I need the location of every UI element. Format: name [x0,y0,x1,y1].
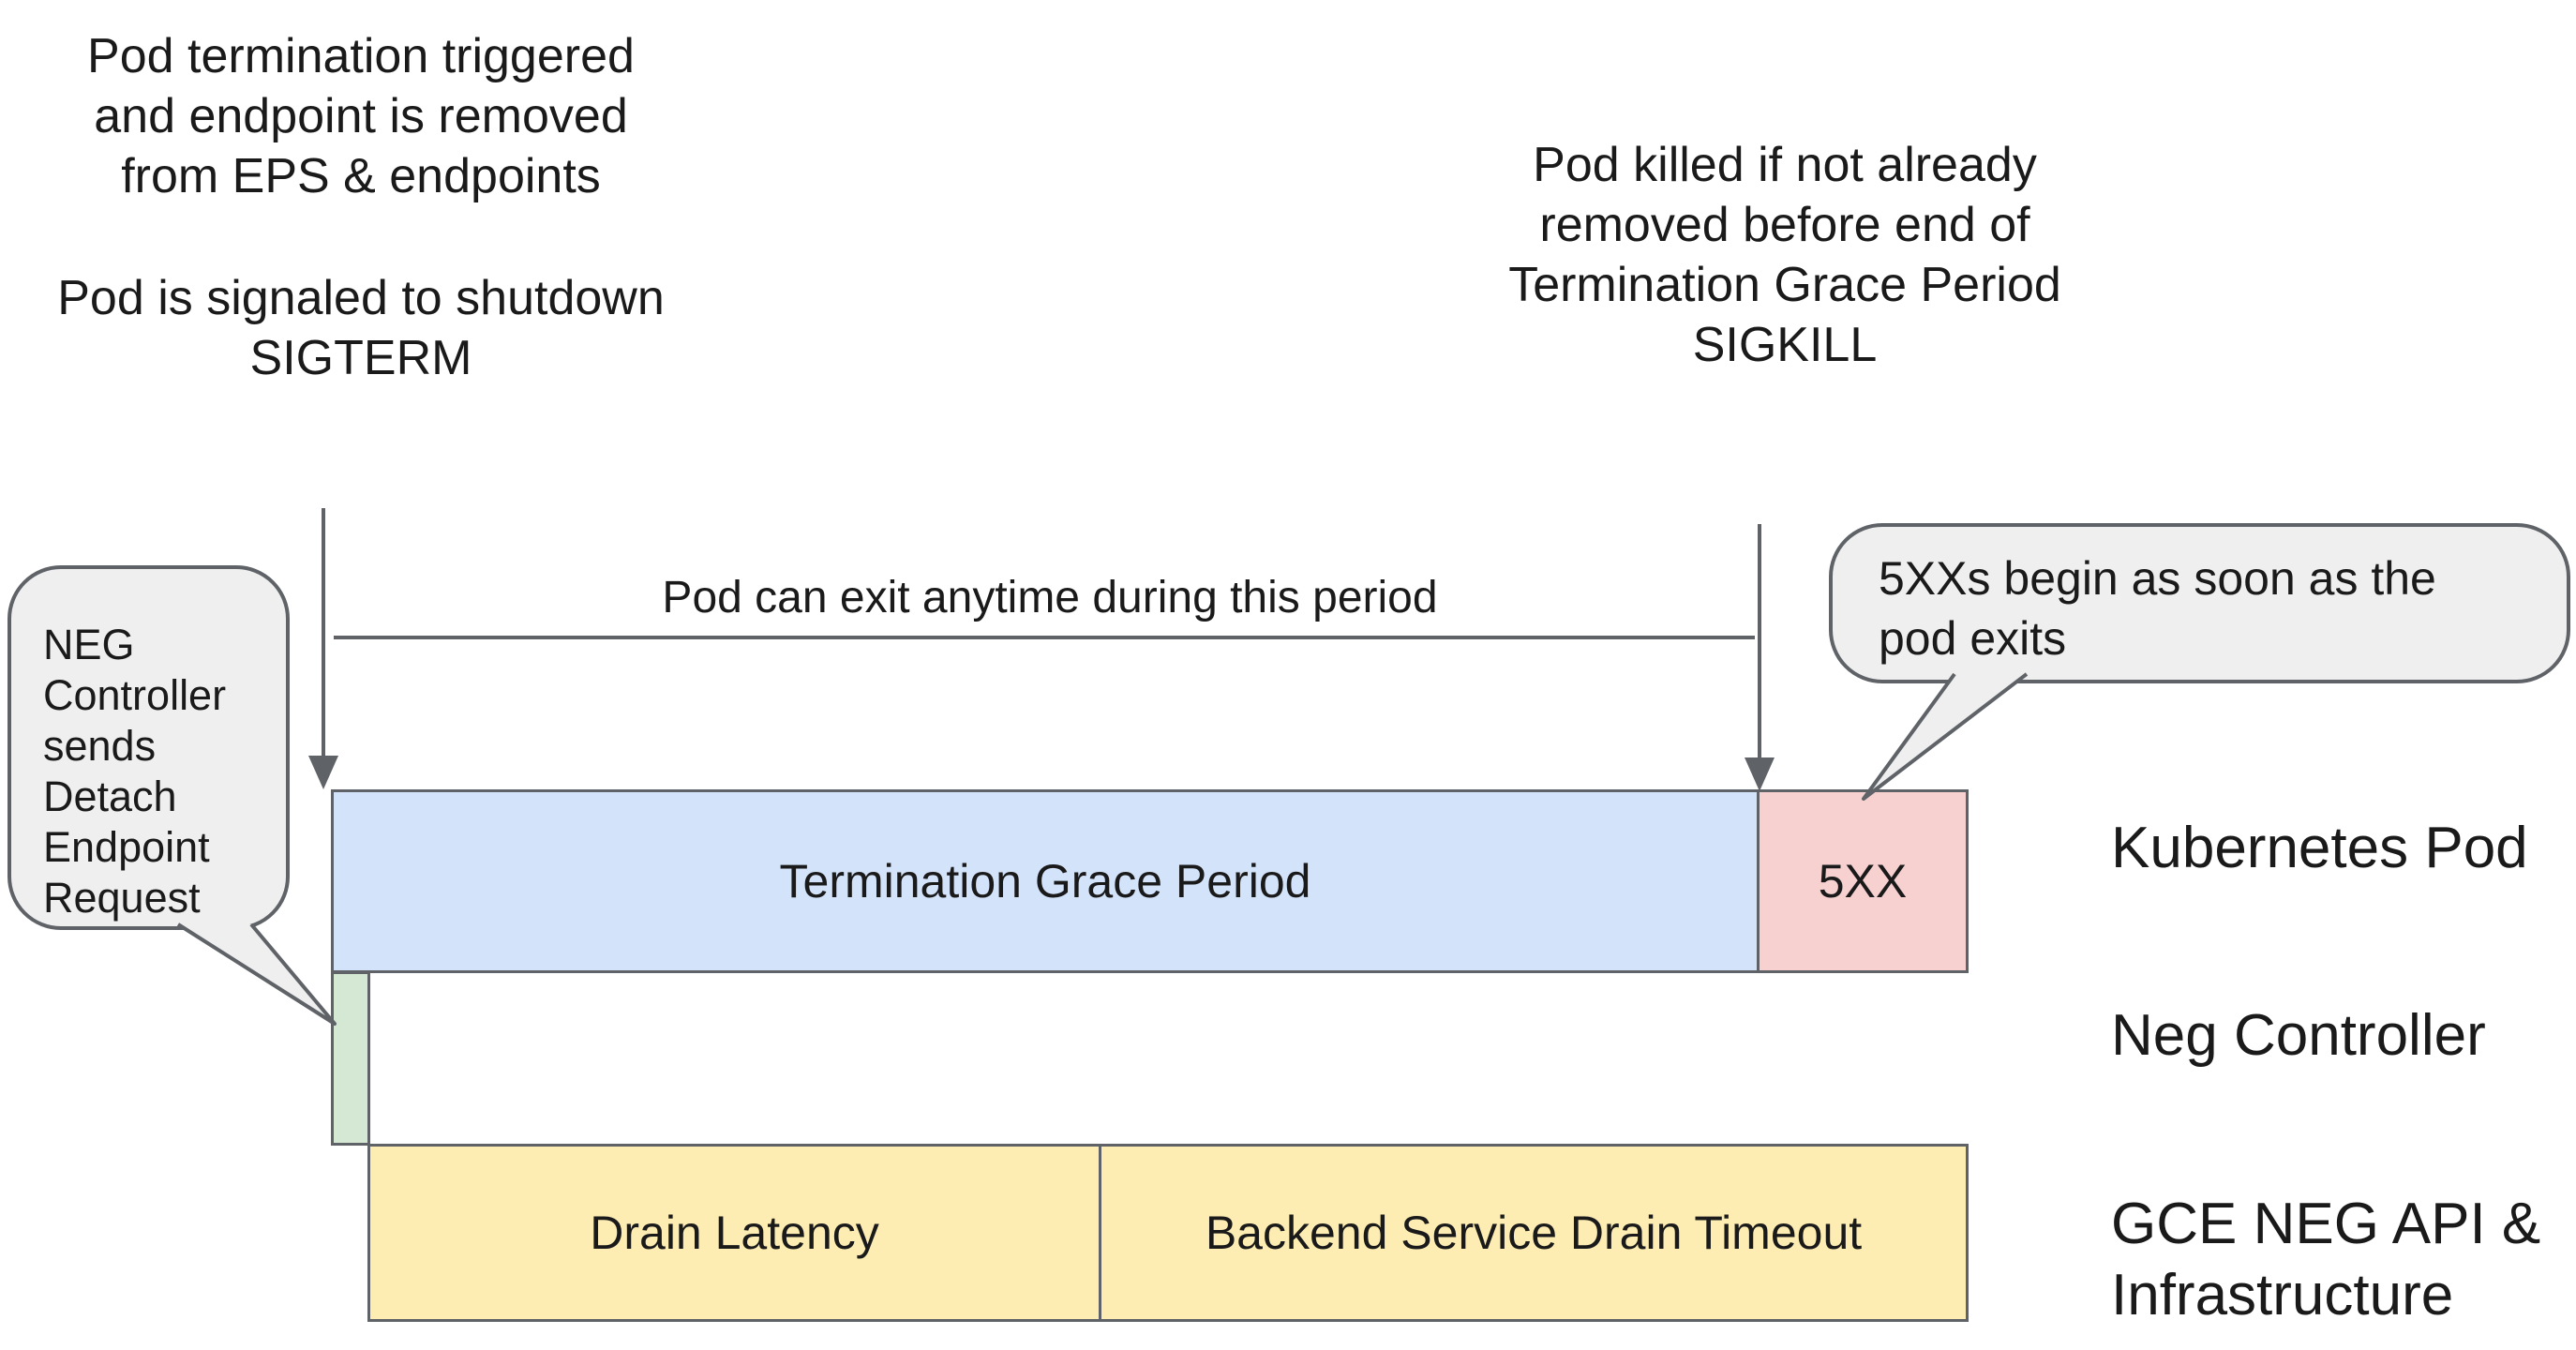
bubble-line: Endpoint [43,823,210,871]
row-label-gce-neg-api: GCE NEG API & Infrastructure [2111,1189,2540,1331]
neg-bubble-tail [176,922,337,1026]
termination-grace-period-label: Termination Grace Period [779,855,1311,908]
backend-service-drain-timeout-label: Backend Service Drain Timeout [1205,1207,1863,1259]
row-label-neg-controller: Neg Controller [2111,1003,2486,1068]
bubble-line: sends [43,722,157,770]
note-line: Pod killed if not already [1533,138,2037,192]
neg-bubble-text: NEG Controller sends Detach Endpoint Req… [43,620,277,923]
note-line: removed before end of [1539,198,2030,252]
note-pod-termination: Pod termination triggered and endpoint i… [23,26,698,206]
drain-latency-label: Drain Latency [590,1207,879,1259]
bubble-line: NEG [43,621,135,668]
row-label-line: GCE NEG API & [2111,1192,2541,1256]
drain-bar: Drain Latency Backend Service Drain Time… [367,1144,1969,1322]
five-xx-bubble-text: 5XXs begin as soon as the pod exits [1879,548,2544,668]
five-xx-label: 5XX [1818,855,1908,908]
note-line: Pod is signaled to shutdown [57,271,665,325]
note-line: Pod termination triggered [87,29,635,83]
termination-grace-period-bar: Termination Grace Period [331,789,1760,973]
five-xx-bubble-tail [1862,672,2029,801]
note-line: and endpoint is removed [94,89,628,143]
detach-endpoint-bar [331,971,370,1146]
row-label-kubernetes-pod: Kubernetes Pod [2111,816,2528,880]
bubble-line: pod exits [1879,612,2067,665]
note-pod-killed: Pod killed if not already removed before… [1391,135,2179,375]
bubble-line: Request [43,874,201,922]
note-line: Termination Grace Period [1508,258,2061,312]
sigterm-down-arrow-head [308,756,338,789]
note-pod-signaled: Pod is signaled to shutdown SIGTERM [23,268,698,388]
backend-service-drain-timeout-cell: Backend Service Drain Timeout [1099,1147,1966,1319]
bubble-line: Controller [43,671,227,719]
sigkill-down-arrow-head [1745,758,1775,791]
period-note: Pod can exit anytime during this period [662,573,1438,622]
five-xx-bar: 5XX [1757,789,1969,973]
row-label-line: Infrastructure [2111,1263,2454,1328]
bubble-line: 5XXs begin as soon as the [1879,552,2436,605]
note-line: SIGKILL [1692,318,1878,372]
drain-latency-cell: Drain Latency [370,1147,1099,1319]
bubble-line: Detach [43,772,177,820]
note-line: from EPS & endpoints [121,149,601,203]
note-line: SIGTERM [249,331,472,385]
